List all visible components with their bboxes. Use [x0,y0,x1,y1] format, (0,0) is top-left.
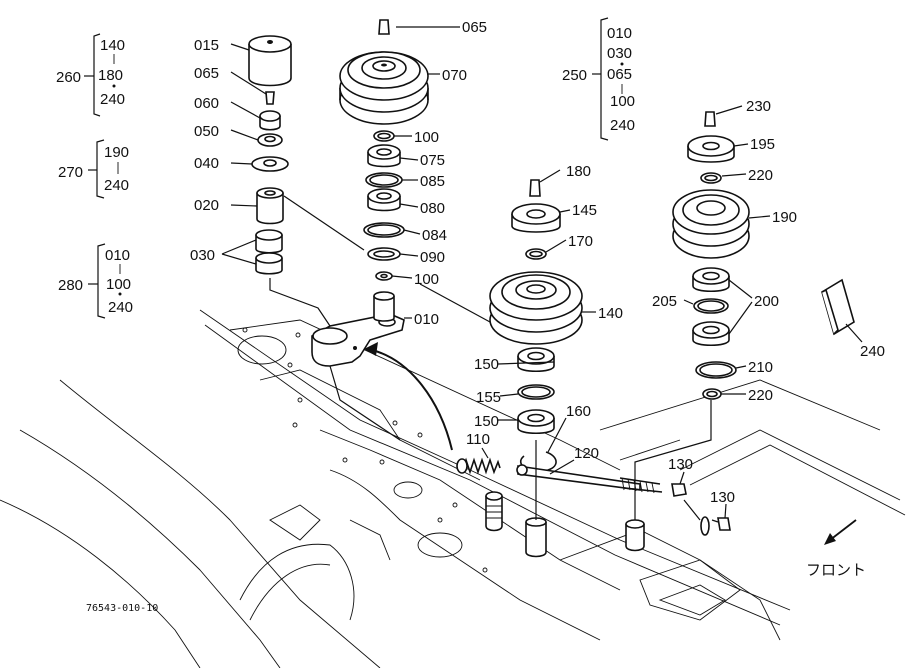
label-070: 070 [442,67,467,84]
group-250-item-3: 065 [607,66,632,83]
label-170: 170 [568,233,593,250]
label-100-a: 100 [414,129,439,146]
label-190: 190 [772,209,797,226]
group-270: 270 190 240 [58,144,129,194]
label-240: 240 [860,343,885,360]
idler-pulley-190-parts [625,111,750,552]
label-145: 145 [572,202,597,219]
label-050: 050 [194,123,219,140]
label-220-b: 220 [748,387,773,404]
group-260: 260 140 180 240 [56,37,125,108]
group-280: 280 010 100 240 [58,247,133,316]
group-brackets [84,17,609,319]
label-090: 090 [420,249,445,266]
idler-pulley-140-parts [489,179,583,558]
group-280-label: 280 [58,277,83,294]
label-080: 080 [420,200,445,217]
group-260-label: 260 [56,69,81,86]
group-250-item-5: 240 [610,117,635,134]
group-280-item-1: 010 [105,247,130,264]
label-220-a: 220 [748,167,773,184]
leader-lines [221,26,863,545]
label-110: 110 [466,431,490,448]
label-205: 205 [652,293,677,310]
label-085: 085 [420,173,445,190]
part-labels: 015 065 060 050 040 020 030 065 070 100 … [190,19,885,506]
label-065-a: 065 [194,65,219,82]
label-155: 155 [476,389,501,406]
label-130-b: 130 [710,489,735,506]
label-120: 120 [574,445,599,462]
label-075: 075 [420,152,445,169]
group-250-item-1: 010 [607,25,632,42]
front-direction-label: フロント [806,561,866,579]
group-260-item-3: 240 [100,91,125,108]
label-130-a: 130 [668,456,693,473]
label-230: 230 [746,98,771,115]
label-040: 040 [194,155,219,172]
deck-frame [0,309,906,668]
group-270-item-2: 240 [104,177,129,194]
group-250-label: 250 [562,67,587,84]
label-030: 030 [190,247,215,264]
group-280-item-2: 100 [106,276,131,293]
group-270-label: 270 [58,164,83,181]
group-260-item-2: 180 [98,67,123,84]
label-180: 180 [566,163,591,180]
label-015: 015 [194,37,219,54]
group-280-item-3: 240 [108,299,133,316]
group-270-item-1: 190 [104,144,129,161]
label-060: 060 [194,95,219,112]
label-065-b: 065 [462,19,487,36]
label-084: 084 [422,227,447,244]
group-250-item-2: 030 [607,45,632,62]
label-195: 195 [750,136,775,153]
group-250-item-4: 100 [610,93,635,110]
label-140: 140 [598,305,623,322]
tension-arm-parts [248,35,405,367]
rod-and-spring-parts [456,457,731,536]
label-100-b: 100 [414,271,439,288]
decal-240 [821,278,855,336]
group-250: 250 010 030 065 100 240 [562,25,635,134]
label-210: 210 [748,359,773,376]
group-260-item-1: 140 [100,37,125,54]
label-160: 160 [566,403,591,420]
idler-pulley-070-parts [339,19,429,261]
label-010: 010 [414,311,439,328]
label-150-b: 150 [474,413,499,430]
label-150-a: 150 [474,356,499,373]
label-020: 020 [194,197,219,214]
label-200: 200 [754,293,779,310]
drawing-code: 76543-010-10 [86,603,158,614]
